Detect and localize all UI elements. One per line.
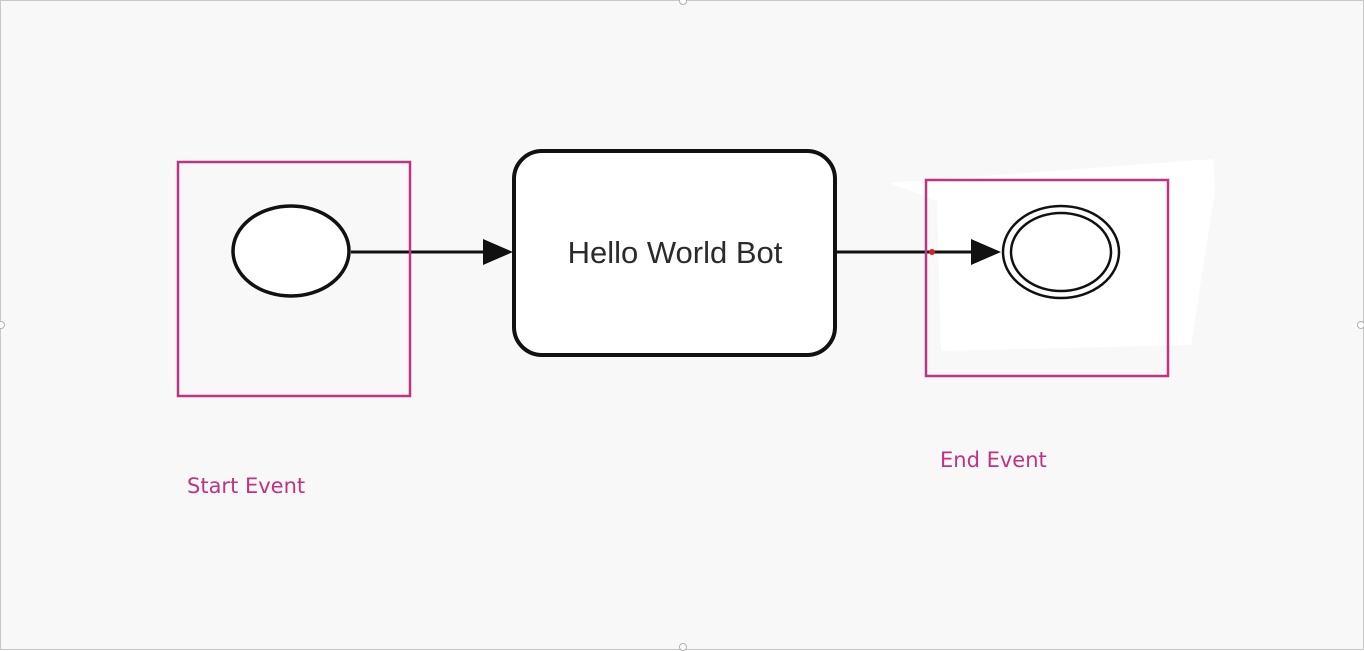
task-label: Hello World Bot <box>568 235 783 270</box>
end-event-highlight-box <box>924 178 1170 378</box>
task-hello-world-bot[interactable]: Hello World Bot <box>512 149 837 357</box>
resize-handle-right[interactable] <box>1357 321 1364 329</box>
start-event-circle[interactable] <box>231 204 351 298</box>
end-event-label: End Event <box>940 448 1047 472</box>
end-event-circle[interactable] <box>1001 204 1121 300</box>
start-event-highlight-box <box>176 160 412 398</box>
connection-point-dot <box>929 249 935 255</box>
sequence-flow-task-to-end <box>835 239 1001 265</box>
resize-handle-top[interactable] <box>679 0 687 5</box>
resize-handle-left[interactable] <box>0 321 5 329</box>
sequence-flow-start-to-task <box>351 239 513 265</box>
start-event-label: Start Event <box>187 474 306 498</box>
